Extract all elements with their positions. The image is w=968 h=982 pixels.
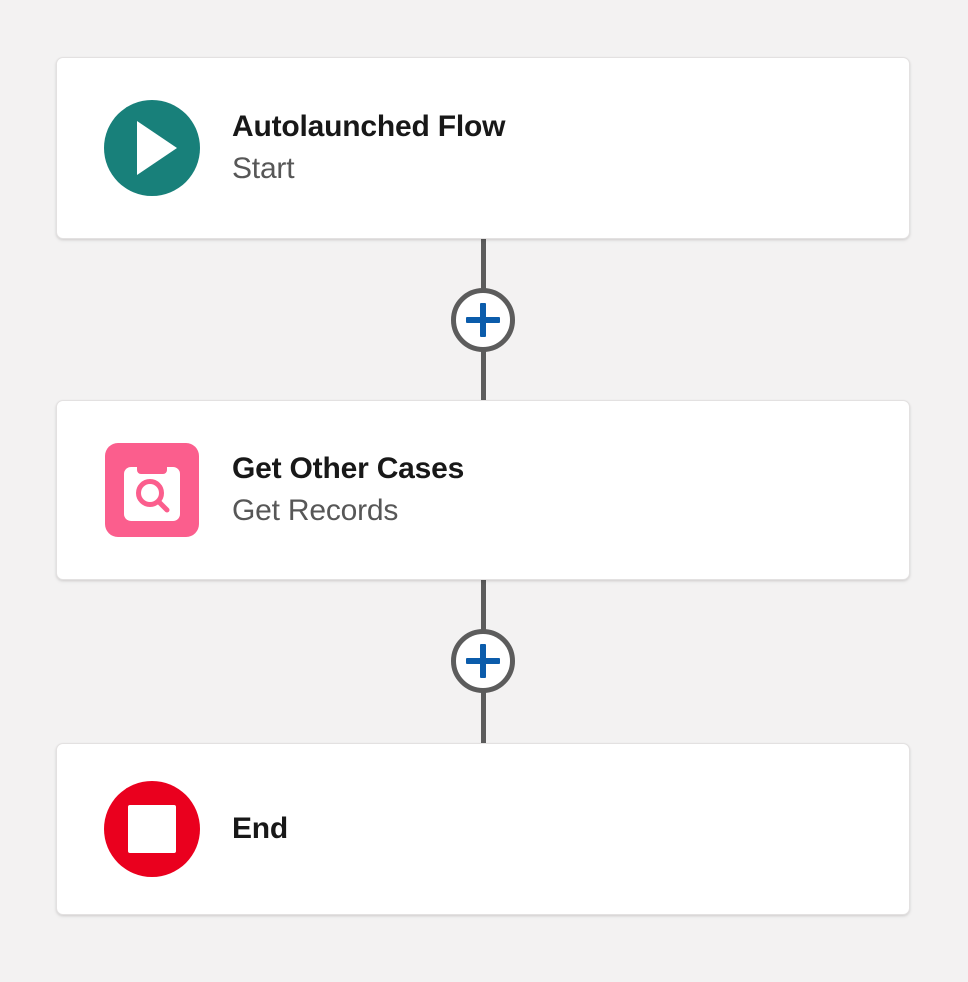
flow-node-get-other-cases-icon-wrap: [104, 442, 200, 538]
clipboard-search-icon: [105, 443, 199, 537]
flow-node-end-title: End: [232, 812, 289, 846]
stop-square-icon: [128, 805, 176, 853]
flow-node-start-text: Autolaunched Flow Start: [232, 109, 505, 188]
flow-node-get-other-cases-text: Get Other Cases Get Records: [232, 451, 464, 530]
flow-node-end[interactable]: End: [56, 743, 910, 915]
flow-node-get-other-cases[interactable]: Get Other Cases Get Records: [56, 400, 910, 580]
clipboard-search-glyph: [124, 459, 180, 521]
stop-circle-icon: [104, 781, 200, 877]
add-element-button-1[interactable]: [451, 288, 515, 352]
flow-node-start[interactable]: Autolaunched Flow Start: [56, 57, 910, 239]
flow-node-get-other-cases-title: Get Other Cases: [232, 451, 465, 485]
play-circle-icon: [104, 100, 200, 196]
flow-node-start-title: Autolaunched Flow: [232, 109, 506, 143]
plus-icon-vertical-bar: [480, 644, 486, 678]
flow-node-end-text: End: [232, 811, 288, 846]
play-triangle-icon: [137, 121, 177, 175]
flow-node-start-icon-wrap: [104, 100, 200, 196]
flow-node-get-other-cases-subtitle: Get Records: [232, 493, 399, 527]
plus-icon-vertical-bar: [480, 303, 486, 337]
flow-node-start-subtitle: Start: [232, 151, 295, 185]
add-element-button-2[interactable]: [451, 629, 515, 693]
flow-node-end-icon-wrap: [104, 781, 200, 877]
